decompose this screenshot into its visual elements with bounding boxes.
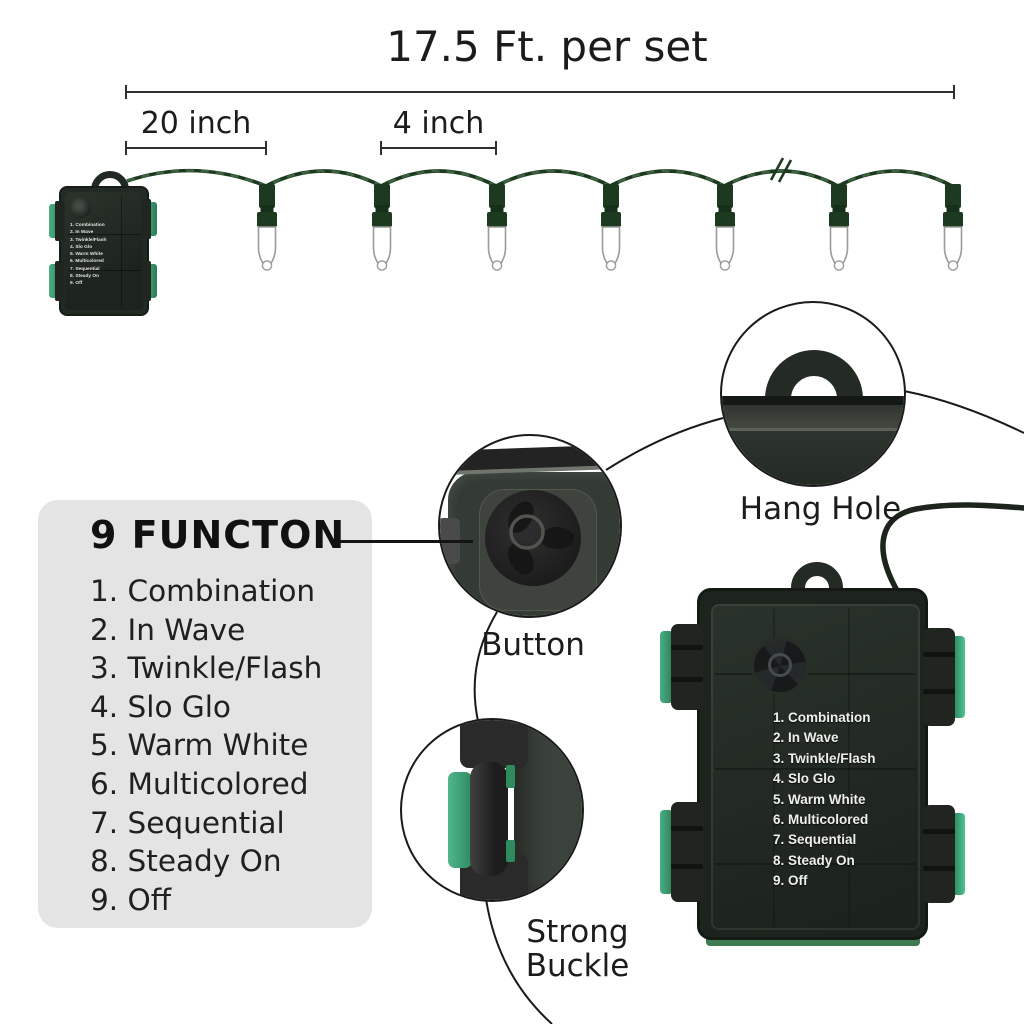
battery-box-large: 1. Combination 2. In Wave 3. Twinkle/Fla… xyxy=(660,556,965,956)
function-item: 8. Steady On xyxy=(90,844,282,879)
function-item: 9. Off xyxy=(90,882,172,917)
mode-button-icon xyxy=(70,197,91,218)
measure-tick xyxy=(125,85,127,99)
function-item: 4. Slo Glo xyxy=(90,689,231,724)
functions-leader-line xyxy=(339,540,473,543)
measure-tick xyxy=(125,141,127,155)
function-list-print: 1. Combination 2. In Wave 3. Twinkle/Fla… xyxy=(773,710,876,889)
function-item: 5. Warm White xyxy=(90,728,309,763)
measure-tick xyxy=(953,85,955,99)
functions-title: 9 FUNCTON xyxy=(90,513,346,557)
functions-list: 1. Combination 2. In Wave 3. Twinkle/Fla… xyxy=(90,572,322,919)
strong-buckle-callout-circle xyxy=(400,718,584,902)
bulb-gap-line xyxy=(380,141,497,157)
buckle xyxy=(921,628,965,726)
hang-hole-callout-circle xyxy=(720,301,906,487)
measure-line xyxy=(125,91,955,93)
measure-tick xyxy=(265,141,267,155)
buckle xyxy=(660,624,704,710)
string-wire xyxy=(126,168,953,189)
light-bulb xyxy=(829,184,849,271)
light-bulb xyxy=(943,184,963,271)
functions-panel: 9 FUNCTON 1. Combination 2. In Wave 3. T… xyxy=(38,500,372,928)
string-wire-twist xyxy=(126,169,953,188)
lead-length-label: 20 inch xyxy=(140,106,252,141)
buckle xyxy=(921,805,965,903)
lead-length-line xyxy=(125,141,267,157)
buckle xyxy=(142,261,157,301)
buckle xyxy=(49,201,64,241)
function-item: 6. Multicolored xyxy=(90,766,309,801)
light-bulb xyxy=(715,184,735,271)
light-bulb xyxy=(487,184,507,271)
measure-line xyxy=(125,147,267,149)
battery-box-body: 1. Combination 2. In Wave 3. Twinkle/Fla… xyxy=(697,588,928,940)
function-item: 2. In Wave xyxy=(90,612,246,647)
light-bulb xyxy=(601,184,621,271)
measure-line xyxy=(380,147,497,149)
light-bulb xyxy=(257,184,277,271)
mode-button-icon xyxy=(754,640,806,692)
function-item: 7. Sequential xyxy=(90,805,285,840)
strong-buckle-label: Strong Buckle xyxy=(525,914,630,984)
mode-button-closeup xyxy=(485,490,581,586)
battery-box-small: 1. Combination 2. In Wave 3. Twinkle/Fla… xyxy=(49,170,165,320)
buckle xyxy=(49,261,64,301)
wire-break-mark xyxy=(769,157,793,183)
buckle-closeup xyxy=(448,772,472,868)
measure-tick xyxy=(380,141,382,155)
function-list-print-small: 1. Combination 2. In Wave 3. Twinkle/Fla… xyxy=(70,223,107,287)
function-item: 3. Twinkle/Flash xyxy=(90,651,323,686)
battery-box-body: 1. Combination 2. In Wave 3. Twinkle/Fla… xyxy=(59,186,149,316)
light-bulb xyxy=(372,184,392,271)
buckle xyxy=(660,802,704,902)
button-callout-circle xyxy=(438,434,622,618)
bulb-gap-label: 4 inch xyxy=(392,106,485,141)
hang-hole-label: Hang Hole xyxy=(739,491,902,527)
buckle xyxy=(142,199,157,239)
button-label: Button xyxy=(481,627,585,663)
measure-tick xyxy=(495,141,497,155)
total-length-title: 17.5 Ft. per set xyxy=(386,22,708,71)
function-item: 1. Combination xyxy=(90,574,316,608)
total-length-line xyxy=(125,85,955,101)
battery-box-face xyxy=(711,604,920,930)
